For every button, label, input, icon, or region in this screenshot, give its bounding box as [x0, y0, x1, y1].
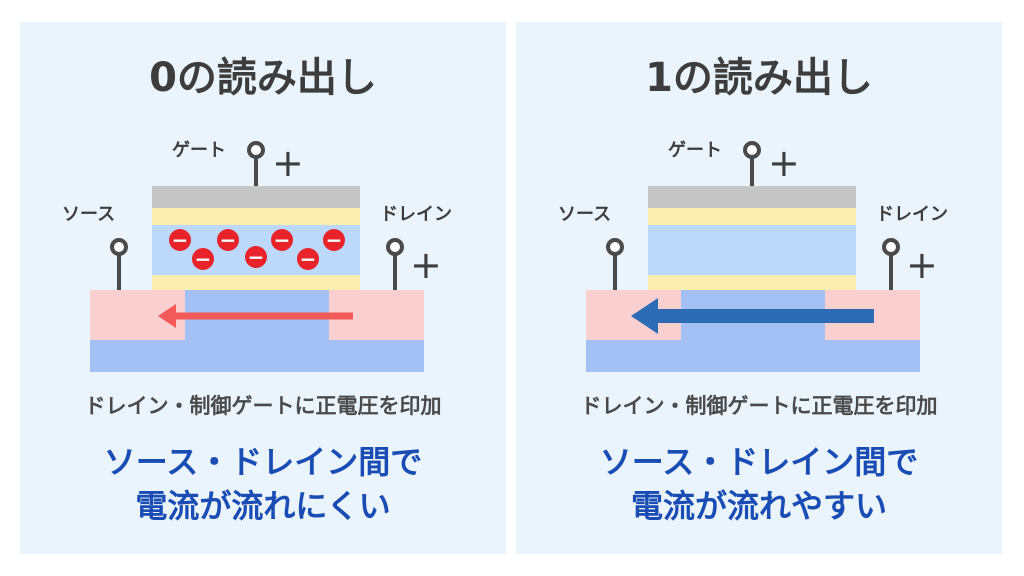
- tunnel-oxide: [648, 275, 856, 290]
- svg-text:−: −: [195, 247, 212, 271]
- svg-text:−: −: [326, 228, 343, 252]
- drain-label: ドレイン: [380, 204, 452, 225]
- substrate: [90, 340, 424, 372]
- transistor-diagram: − − − − − − − ゲート + ソース ドレイン +: [62, 139, 452, 372]
- electron: −: [192, 247, 214, 271]
- svg-text:−: −: [274, 228, 291, 252]
- electron: −: [169, 228, 191, 252]
- electron: −: [271, 228, 293, 252]
- source-label: ソース: [558, 204, 611, 225]
- electron: −: [323, 228, 345, 252]
- result-line-1: ソース・ドレイン間で: [599, 443, 919, 481]
- result-text: ソース・ドレイン間で 電流が流れやすい: [516, 440, 1002, 528]
- svg-text:−: −: [172, 228, 189, 252]
- electron: −: [245, 245, 267, 269]
- panel-title: 1の読み出し: [645, 55, 873, 101]
- panel-title: 0の読み出し: [149, 55, 377, 101]
- drain-plus-sign: +: [410, 243, 442, 287]
- source-label: ソース: [62, 204, 115, 225]
- panel-read-1: 1の読み出し ゲート + ソース ドレイン + ドレイ: [516, 22, 1002, 554]
- caption: ドレイン・制御ゲートに正電圧を印加: [84, 394, 442, 418]
- drain-terminal: [882, 238, 900, 290]
- source-terminal: [606, 238, 624, 290]
- electrons: − − − − − − −: [169, 228, 345, 271]
- svg-text:−: −: [220, 228, 237, 252]
- electron: −: [297, 247, 319, 271]
- gate-label: ゲート: [668, 139, 722, 161]
- gate-terminal: [743, 141, 761, 186]
- result-text: ソース・ドレイン間で 電流が流れにくい: [20, 440, 506, 528]
- svg-text:−: −: [248, 245, 265, 269]
- gate-plus-sign: +: [272, 141, 304, 185]
- drain-label: ドレイン: [876, 204, 948, 225]
- result-line-2: 電流が流れにくい: [135, 487, 391, 525]
- control-gate: [152, 186, 360, 208]
- floating-gate: [648, 225, 856, 275]
- control-gate: [648, 186, 856, 208]
- gate-label: ゲート: [172, 139, 226, 161]
- transistor-diagram: ゲート + ソース ドレイン +: [558, 139, 948, 372]
- upper-insulator: [152, 208, 360, 225]
- svg-text:−: −: [300, 247, 317, 271]
- gate-plus-sign: +: [768, 141, 800, 185]
- tunnel-oxide: [152, 275, 360, 290]
- current-arrow-strong: [631, 298, 874, 334]
- upper-insulator: [648, 208, 856, 225]
- electron: −: [217, 228, 239, 252]
- drain-plus-sign: +: [906, 243, 938, 287]
- caption: ドレイン・制御ゲートに正電圧を印加: [580, 394, 938, 418]
- current-arrow-weak: [158, 304, 353, 328]
- gate-terminal: [247, 141, 265, 186]
- result-line-2: 電流が流れやすい: [630, 487, 887, 525]
- substrate: [586, 340, 920, 372]
- result-line-1: ソース・ドレイン間で: [103, 443, 423, 481]
- source-terminal: [110, 238, 128, 290]
- panel-read-0: 0の読み出し − − − − − − − ゲート +: [20, 22, 506, 554]
- drain-terminal: [386, 238, 404, 290]
